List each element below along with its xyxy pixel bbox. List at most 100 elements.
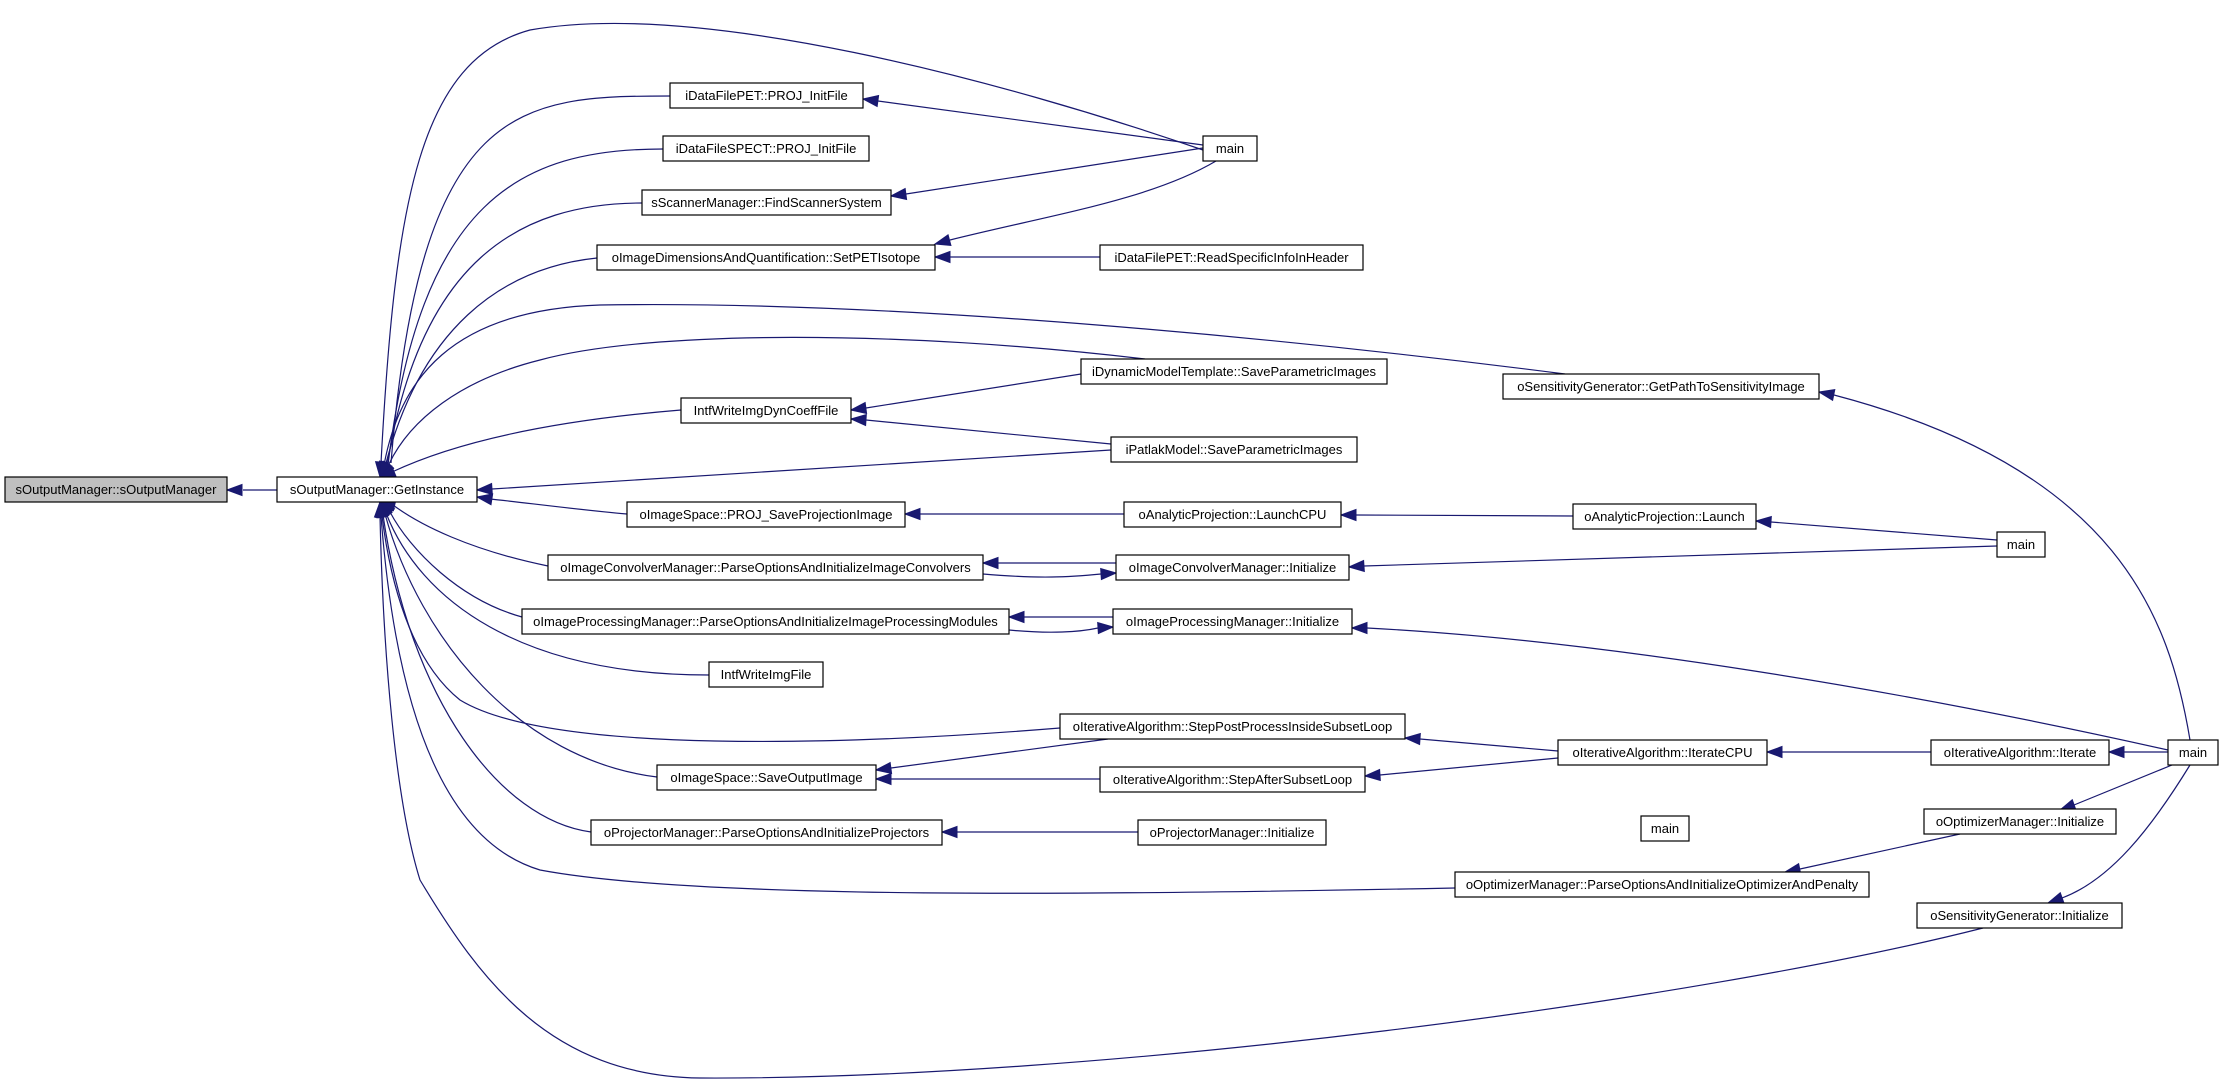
node-box[interactable] [1099,244,1364,271]
node-box[interactable] [1930,739,2110,766]
node-box[interactable] [1916,902,2123,929]
edge-line [2061,764,2191,899]
node-main[interactable]: main [1996,531,2046,558]
node-oiterativealgorithm-stepaftersubsetloop[interactable]: oIterativeAlgorithm::StepAfterSubsetLoop [1099,766,1366,793]
node-box[interactable] [1557,739,1768,766]
node-oiterativealgorithm-iteratecpu[interactable]: oIterativeAlgorithm::IterateCPU [1557,739,1768,766]
edge-arrowhead [373,500,387,518]
node-oimagedimensionsandquantification-setpetisotope[interactable]: oImageDimensionsAndQuantification::SetPE… [596,244,936,271]
node-intfwriteimgdyncoefffile[interactable]: IntfWriteImgDynCoeffFile [680,397,852,424]
node-label: oOptimizerManager::Initialize [1936,814,2104,829]
node-box[interactable] [1099,766,1366,793]
node-box[interactable] [708,661,824,688]
node-oimageprocessingmanager-parseoptionsandinitializeimageprocessingmodules[interactable]: oImageProcessingManager::ParseOptionsAnd… [521,608,1010,635]
node-idatafilespect-proj-initfile[interactable]: iDataFileSPECT::PROJ_InitFile [662,135,870,162]
node-osensitivitygenerator-initialize[interactable]: oSensitivityGenerator::Initialize [1916,902,2123,929]
node-box[interactable] [626,501,906,528]
node-osensitivitygenerator-getpathtosensitivityimage[interactable]: oSensitivityGenerator::GetPathToSensitiv… [1502,373,1820,400]
node-label: main [1651,821,1679,836]
edge-arrowhead [1403,732,1421,746]
node-idatafilepet-readspecificinfoinheader[interactable]: iDataFilePET::ReadSpecificInfoInHeader [1099,244,1364,271]
node-box[interactable] [1123,501,1342,528]
node-box[interactable] [1080,358,1388,385]
node-soutputmanager-getinstance[interactable]: sOutputManager::GetInstance [276,476,478,503]
node-idatafilepet-proj-initfile[interactable]: iDataFilePET::PROJ_InitFile [669,82,864,109]
node-ooptimizermanager-initialize[interactable]: oOptimizerManager::Initialize [1923,808,2117,835]
edge-arrowhead [874,772,892,786]
node-ipatlakmodel-saveparametricimages[interactable]: iPatlakModel::SaveParametricImages [1110,436,1358,463]
edge-idatafilepet-proj-initfile-to-soutputmanager-getinstance [379,95,671,479]
node-intfwriteimgfile[interactable]: IntfWriteImgFile [708,661,824,688]
node-oanalyticprojection-launch[interactable]: oAnalyticProjection::Launch [1572,503,1757,530]
edge-line [1419,738,1559,752]
node-box[interactable] [276,476,478,503]
node-oiterativealgorithm-steppostprocessinsidesubsetloop[interactable]: oIterativeAlgorithm::StepPostProcessInsi… [1059,713,1406,740]
edge-oimageconvolvermanager-parseoptionsandinitializeimageconvolvers-to-soutputmanager-getinstance [378,499,549,567]
node-box[interactable] [1137,819,1327,846]
node-label: oImageDimensionsAndQuantification::SetPE… [612,250,921,265]
node-box[interactable] [1640,815,1690,842]
node-label: oIterativeAlgorithm::StepPostProcessInsi… [1073,719,1392,734]
node-label: oAnalyticProjection::Launch [1584,509,1744,524]
node-box[interactable] [596,244,936,271]
edge-arrowhead [379,460,391,479]
node-oiterativealgorithm-iterate[interactable]: oIterativeAlgorithm::Iterate [1930,739,2110,766]
edge-arrowhead [1339,508,1357,522]
node-box[interactable] [1572,503,1757,530]
node-label: iDynamicModelTemplate::SaveParametricIma… [1092,364,1376,379]
node-box[interactable] [547,554,984,581]
node-box[interactable] [1110,436,1358,463]
node-label: sOutputManager::sOutputManager [16,482,218,497]
node-label: oSensitivityGenerator::Initialize [1930,908,2108,923]
node-oimagespace-proj-saveprojectionimage[interactable]: oImageSpace::PROJ_SaveProjectionImage [626,501,906,528]
node-box[interactable] [1923,808,2117,835]
node-oimageconvolvermanager-parseoptionsandinitializeimageconvolvers[interactable]: oImageConvolverManager::ParseOptionsAndI… [547,554,984,581]
node-box[interactable] [1454,871,1870,898]
edge-intfwriteimgfile-to-soutputmanager-getinstance [379,500,710,676]
node-oimagespace-saveoutputimage[interactable]: oImageSpace::SaveOutputImage [656,764,877,791]
node-soutputmanager-soutputmanager[interactable]: sOutputManager::sOutputManager [4,476,228,503]
node-box[interactable] [680,397,852,424]
node-box[interactable] [2167,739,2219,766]
edge-line [390,95,671,464]
edge-line [890,738,1109,769]
node-main[interactable]: main [1640,815,1690,842]
node-oanalyticprojection-launchcpu[interactable]: oAnalyticProjection::LaunchCPU [1123,501,1342,528]
node-box[interactable] [590,819,943,846]
node-box[interactable] [1112,608,1353,635]
node-box[interactable] [1502,373,1820,400]
node-box[interactable] [1996,531,2046,558]
edge-line [387,148,664,466]
node-oprojectormanager-initialize[interactable]: oProjectorManager::Initialize [1137,819,1327,846]
edge-arrowhead [1363,768,1381,782]
node-box[interactable] [1059,713,1406,740]
edge-main-to-oanalyticprojection-launch [1754,515,1998,541]
node-ooptimizermanager-parseoptionsandinitializeoptimizerandpenalty[interactable]: oOptimizerManager::ParseOptionsAndInitia… [1454,871,1870,898]
node-box[interactable] [662,135,870,162]
node-label: oAnalyticProjection::LaunchCPU [1139,507,1327,522]
node-label: oOptimizerManager::ParseOptionsAndInitia… [1466,877,1859,892]
edge-soutputmanager-getinstance-to-soutputmanager-soutputmanager [225,483,277,497]
edge-oiterativealgorithm-steppostprocessinsidesubsetloop-to-oimagespace-saveoutputimage [874,738,1109,775]
node-box[interactable] [656,764,877,791]
node-box[interactable] [669,82,864,109]
node-box[interactable] [4,476,228,503]
edge-idatafilepet-readspecificinfoinheader-to-oimagedimensionsandquantification-setpetisotope [933,250,1100,264]
node-oimageconvolvermanager-initialize[interactable]: oImageConvolverManager::Initialize [1115,554,1350,581]
node-box[interactable] [1202,135,1258,162]
node-oprojectormanager-parseoptionsandinitializeprojectors[interactable]: oProjectorManager::ParseOptionsAndInitia… [590,819,943,846]
node-box[interactable] [1115,554,1350,581]
edge-oanalyticprojection-launchcpu-to-oimagespace-proj-saveprojectionimage [903,507,1124,521]
edge-ooptimizermanager-initialize-to-ooptimizermanager-parseoptionsandinitializeoptimizerandpenalty [1783,833,1961,876]
node-label: IntfWriteImgFile [721,667,812,682]
node-oimageprocessingmanager-initialize[interactable]: oImageProcessingManager::Initialize [1112,608,1353,635]
node-box[interactable] [521,608,1010,635]
node-main[interactable]: main [2167,739,2219,766]
node-main[interactable]: main [1202,135,1258,162]
node-sscannermanager-findscannersystem[interactable]: sScannerManager::FindScannerSystem [641,189,892,216]
node-label: sScannerManager::FindScannerSystem [651,195,882,210]
node-idynamicmodeltemplate-saveparametricimages[interactable]: iDynamicModelTemplate::SaveParametricIma… [1080,358,1388,385]
node-box[interactable] [641,189,892,216]
edge-line [905,147,1204,195]
node-label: iDataFilePET::ReadSpecificInfoInHeader [1114,250,1349,265]
